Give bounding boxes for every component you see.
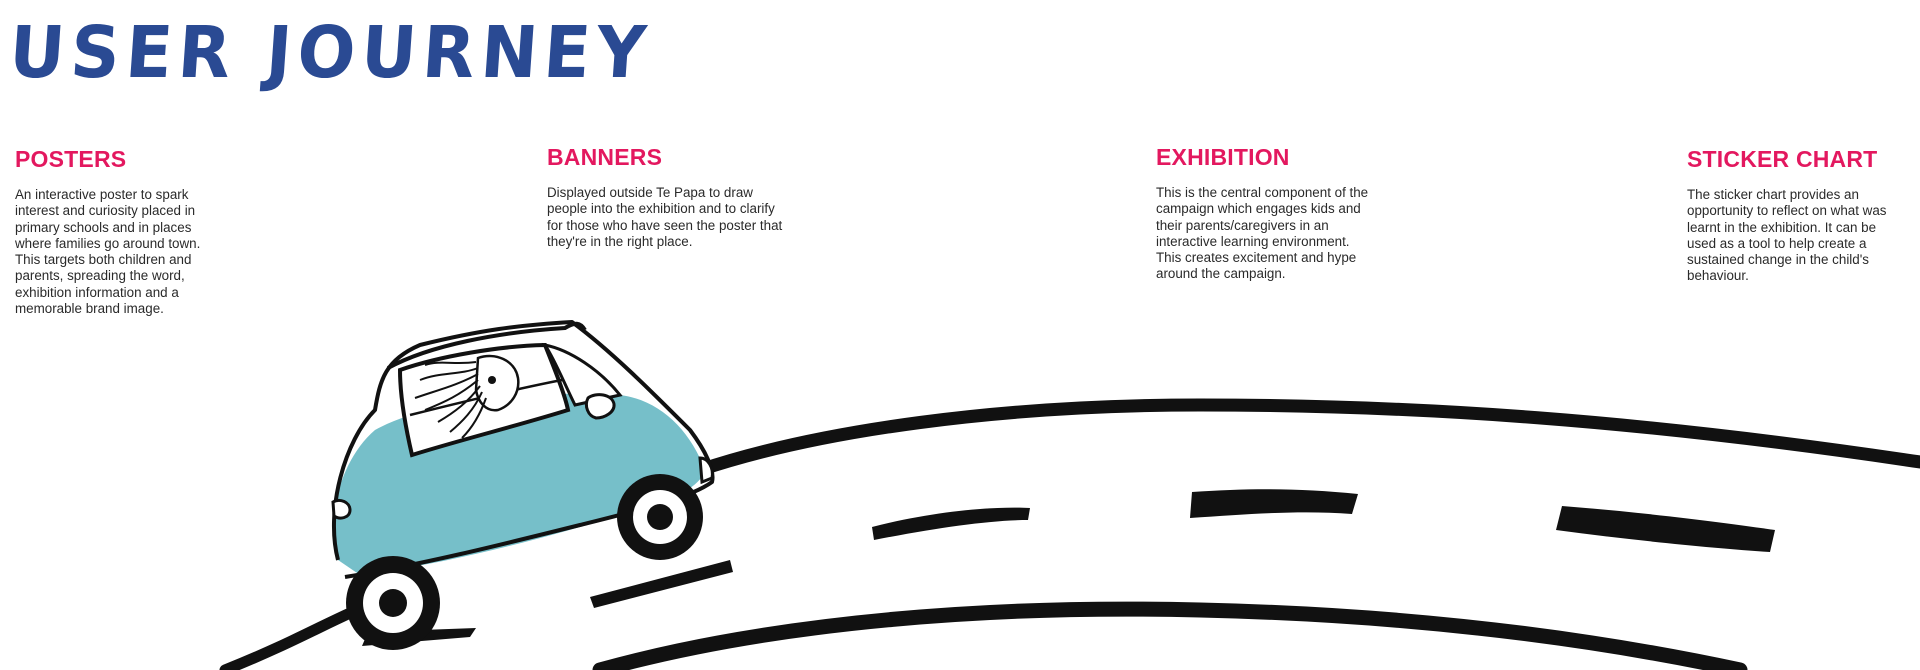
road-icon xyxy=(219,398,1920,670)
section-banners: BANNERS Displayed outside Te Papa to dra… xyxy=(547,144,787,250)
section-body-banners: Displayed outside Te Papa to draw people… xyxy=(547,185,783,249)
section-sticker-chart: STICKER CHART The sticker chart provides… xyxy=(1687,146,1902,285)
section-heading-posters: POSTERS xyxy=(15,146,127,172)
section-exhibition: EXHIBITION This is the central component… xyxy=(1156,144,1376,283)
section-heading-exhibition: EXHIBITION xyxy=(1156,144,1290,170)
section-posters: POSTERS An interactive poster to spark i… xyxy=(15,146,215,317)
car-icon xyxy=(331,320,715,650)
section-heading-sticker-chart: STICKER CHART xyxy=(1687,146,1878,172)
section-body-sticker-chart: The sticker chart provides an opportunit… xyxy=(1687,187,1887,284)
section-body-posters: An interactive poster to spark interest … xyxy=(15,187,201,317)
section-heading-banners: BANNERS xyxy=(547,144,663,170)
section-body-exhibition: This is the central component of the cam… xyxy=(1156,185,1369,282)
